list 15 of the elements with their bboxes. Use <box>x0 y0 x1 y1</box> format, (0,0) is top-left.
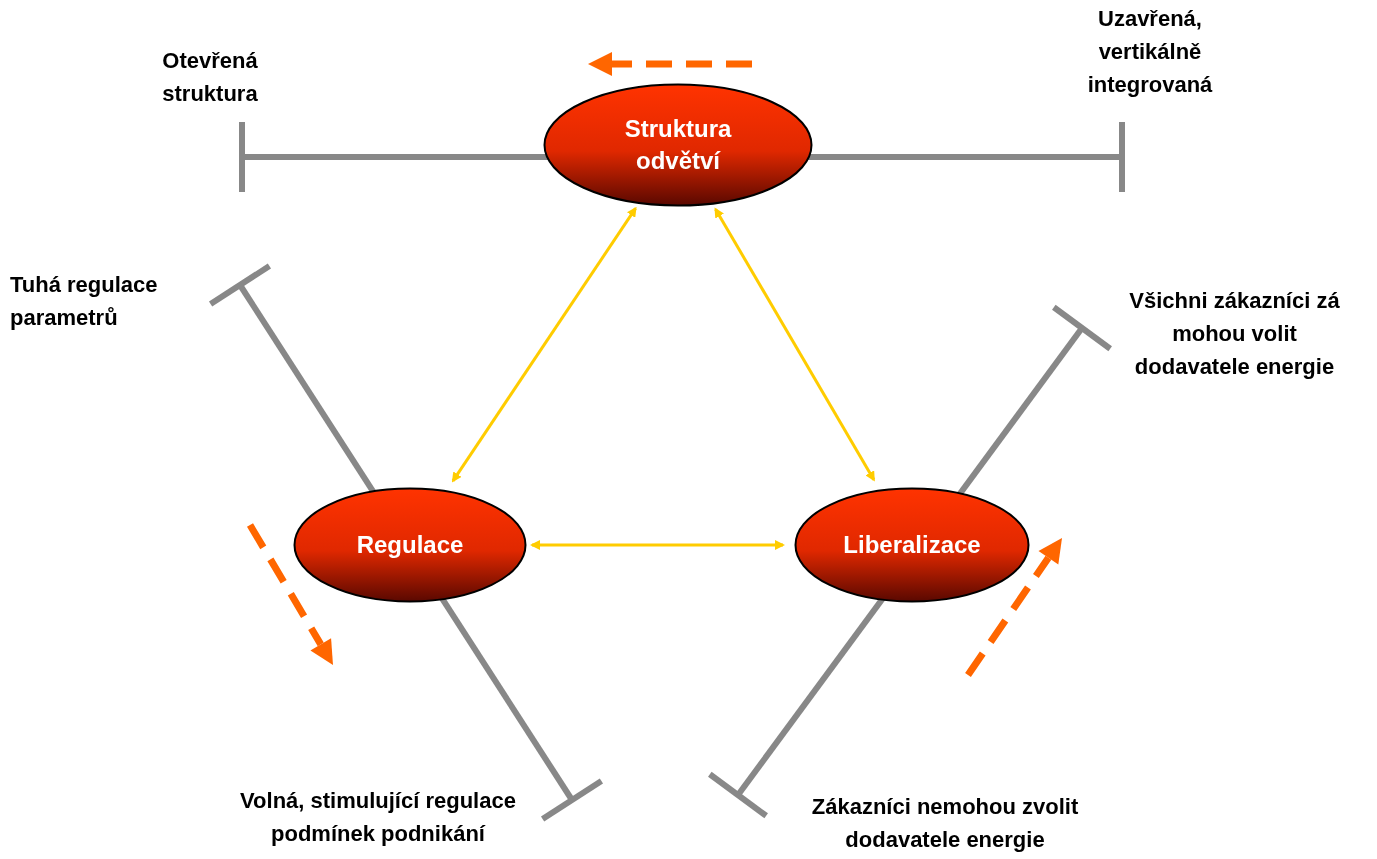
axis-end-label: Uzavřená, vertikálně integrovaná <box>1086 5 1214 99</box>
oval-node <box>794 487 1030 603</box>
node-label: Struktura odvětví <box>623 113 733 176</box>
double-arrow <box>451 206 637 483</box>
oval-node <box>543 83 813 207</box>
oval-node <box>293 487 527 603</box>
axis-end-label: Všichni zákazníci zá mohou volit dodavatele energie <box>1128 287 1341 381</box>
node-label: Regulace <box>355 529 465 560</box>
axis-end-label: Volná, stimulující regulace podmínek podnikání <box>239 787 517 848</box>
axis-end-label: Zákazníci nemohou zvolit dodavatele energie <box>810 793 1080 854</box>
axis-end-label: Otevřená struktura <box>161 47 259 108</box>
double-arrow <box>530 540 785 550</box>
node-label: Liberalizace <box>842 529 982 560</box>
double-arrow <box>714 207 876 482</box>
axis-end-label: Tuhá regulace parametrů <box>10 271 159 332</box>
